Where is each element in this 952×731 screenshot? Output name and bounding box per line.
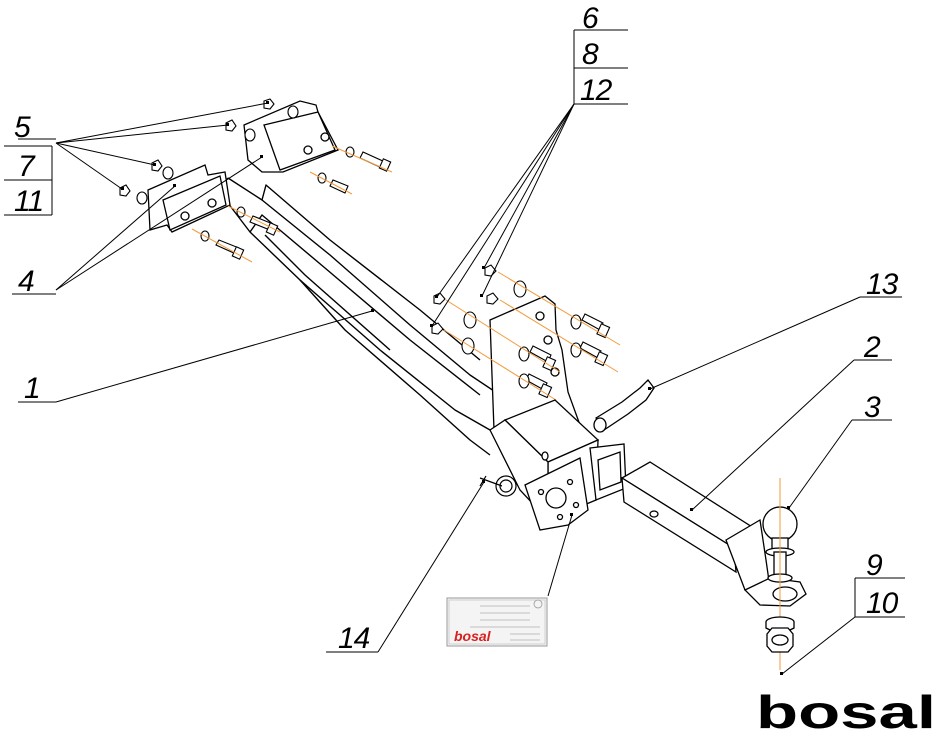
nut <box>225 119 237 132</box>
callout-7: 7 <box>18 150 36 183</box>
callout-10: 10 <box>866 587 899 620</box>
nut <box>119 184 131 197</box>
bosal-logo: bosal <box>756 686 936 731</box>
callout-6: 6 <box>582 2 599 35</box>
spring-clip <box>479 475 517 497</box>
callout-9: 9 <box>866 549 883 582</box>
callout-2: 2 <box>863 331 881 364</box>
harness <box>593 379 655 433</box>
callout-14: 14 <box>338 622 370 655</box>
callout-12: 12 <box>580 74 613 107</box>
left-bracket-rear <box>243 100 339 173</box>
plate-brand-text: bosal <box>454 628 492 644</box>
nut <box>151 159 163 172</box>
left-axis-lines <box>191 145 393 263</box>
ball-nut-washer <box>765 616 795 653</box>
right-fasteners <box>431 264 611 399</box>
socket-plate <box>524 457 589 531</box>
callout-5: 5 <box>14 111 31 144</box>
drawbar <box>620 461 807 607</box>
callout-13: 13 <box>866 268 899 301</box>
left-bracket-front <box>147 164 231 233</box>
leader-lines <box>4 29 905 675</box>
callout-3: 3 <box>864 391 881 424</box>
callout-8: 8 <box>582 38 599 71</box>
right-axis-lines <box>443 271 621 401</box>
callout-11: 11 <box>14 185 43 218</box>
leader-dots <box>121 101 790 675</box>
rating-plate: bosal <box>446 597 548 647</box>
callout-1: 1 <box>24 372 40 405</box>
callout-4: 4 <box>18 265 34 298</box>
